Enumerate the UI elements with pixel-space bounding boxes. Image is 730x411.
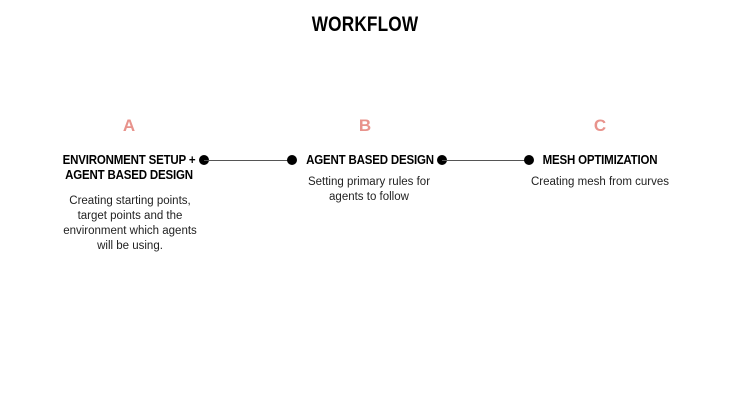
step-b-title: AGENT BASED DESIGN — [306, 153, 435, 168]
step-c-desc-line-1: Creating mesh from curves — [530, 176, 670, 188]
step-a-desc-line-4: will be using. — [97, 240, 163, 252]
step-c-title: MESH OPTIMIZATION — [540, 153, 660, 168]
step-b-desc-line-2: agents to follow — [329, 191, 409, 203]
step-a-desc-line-1: Creating starting points, — [69, 195, 191, 207]
step-b-desc-line-1: Setting primary rules for — [307, 176, 431, 188]
step-b-description: Setting primary rules for agents to foll… — [294, 175, 444, 205]
step-c-description: Creating mesh from curves — [520, 175, 680, 190]
connector-ab-line — [204, 160, 292, 161]
workflow-title: WORKFLOW — [311, 13, 419, 36]
connector-ab-end-dot — [287, 155, 297, 165]
connector-bc-end-dot — [524, 155, 534, 165]
step-b-letter: B — [358, 116, 372, 135]
step-a-letter: A — [122, 116, 136, 135]
connector-bc-line — [442, 160, 530, 161]
step-a-desc-line-2: target points and the — [77, 210, 183, 222]
step-a-title-line-1: ENVIRONMENT SETUP + — [62, 153, 196, 167]
step-b-title-line-1: AGENT BASED DESIGN — [306, 153, 434, 167]
step-a-desc-line-3: environment which agents — [63, 225, 197, 237]
step-a-title: ENVIRONMENT SETUP + AGENT BASED DESIGN — [60, 153, 198, 183]
step-c-title-line-1: MESH OPTIMIZATION — [542, 153, 658, 167]
step-a-title-line-2: AGENT BASED DESIGN — [65, 168, 193, 182]
step-a-description: Creating starting points, target points … — [49, 194, 211, 254]
step-c-letter: C — [593, 116, 607, 135]
